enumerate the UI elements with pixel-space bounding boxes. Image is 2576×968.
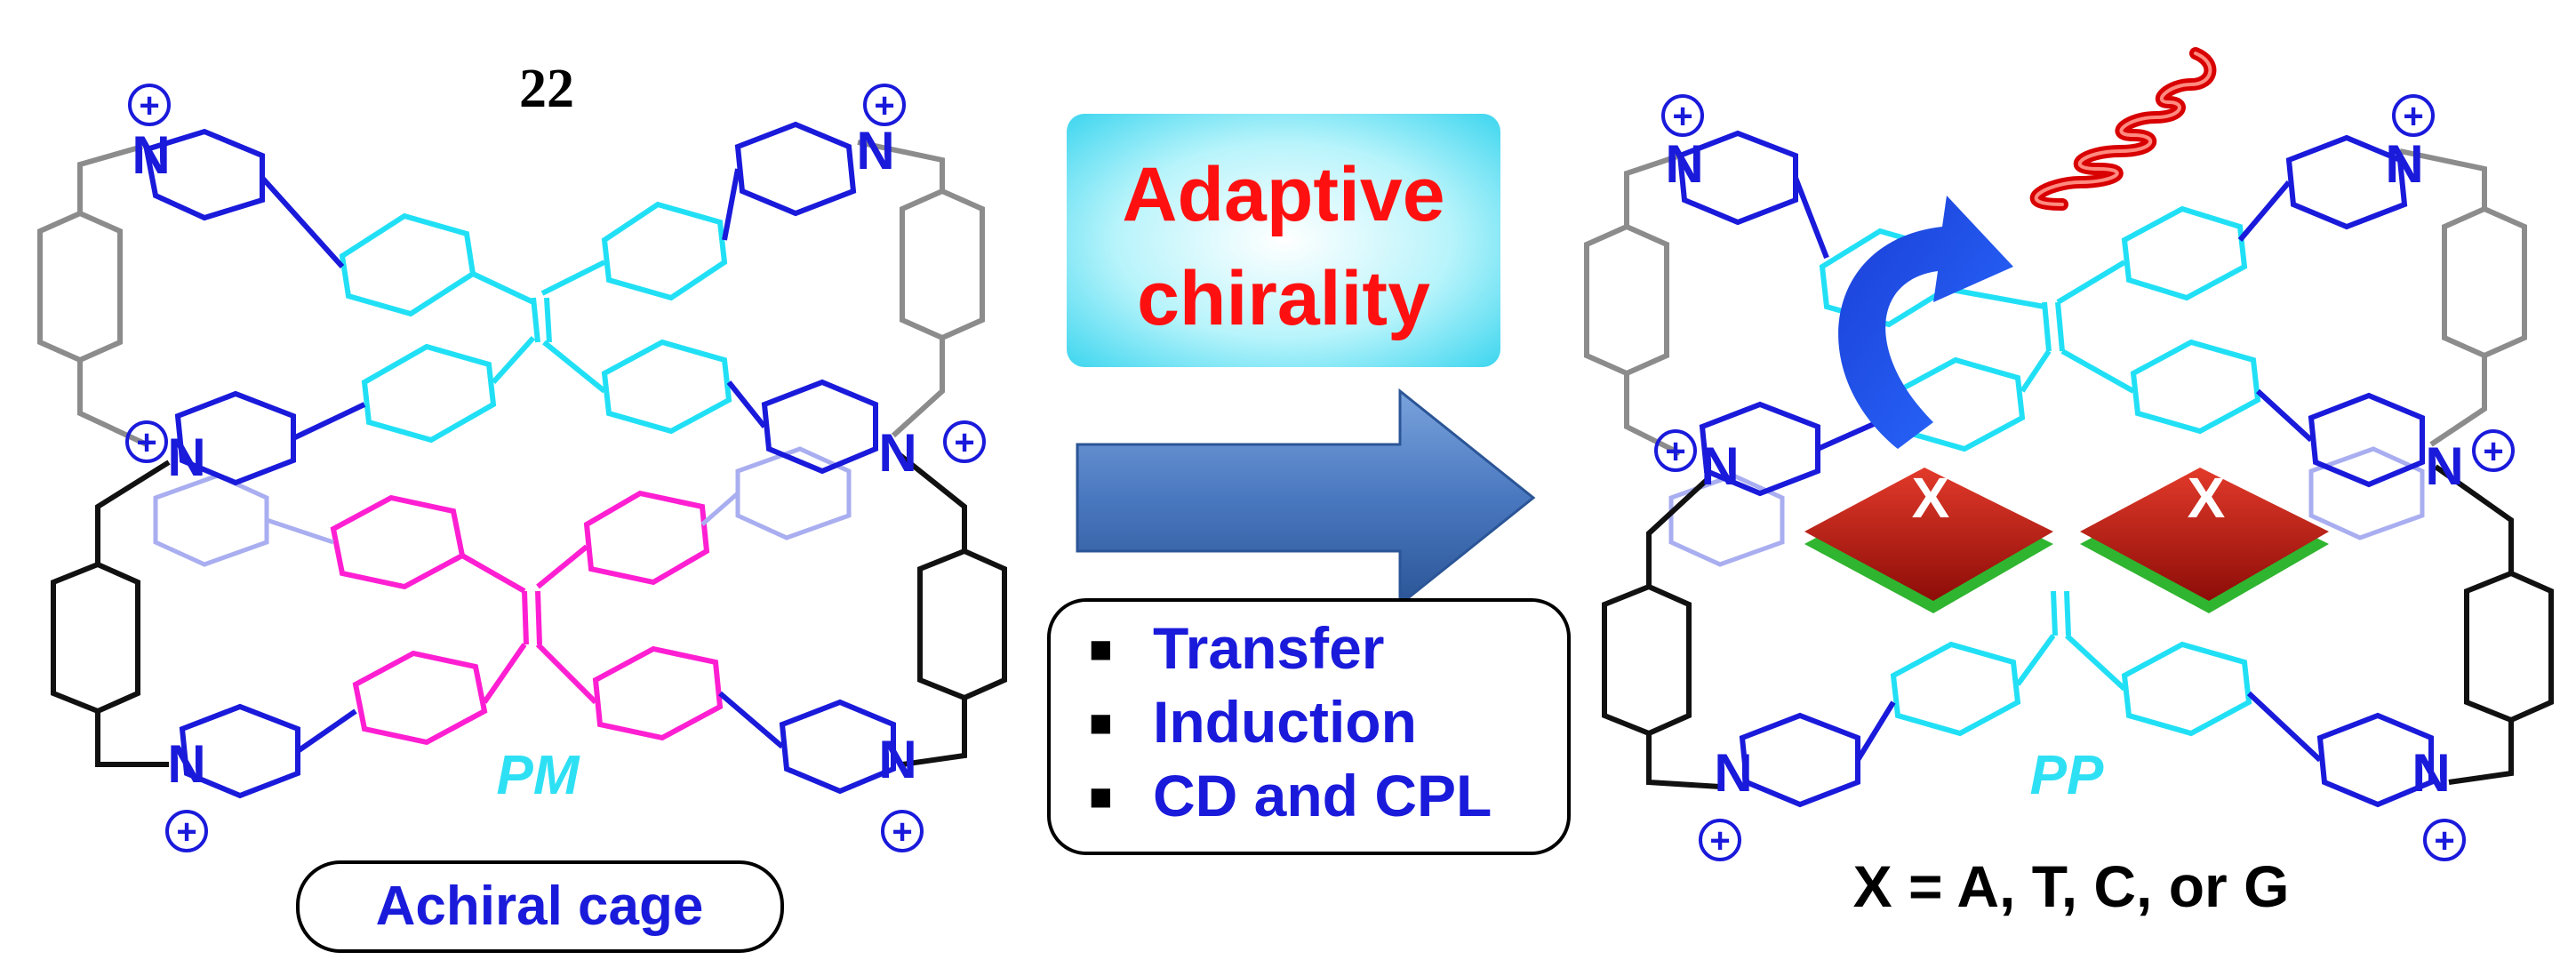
- compound-number: 22: [519, 59, 574, 119]
- black-linkers: [51, 451, 1007, 767]
- charge-markers-right: [1654, 94, 2515, 861]
- gray-linkers: [37, 140, 985, 447]
- feature-cd-cpl: CD and CPL: [1153, 763, 1492, 828]
- features-box: [1047, 598, 1571, 855]
- charge-label: +: [136, 423, 156, 462]
- feature-transfer: Transfer: [1153, 615, 1384, 681]
- nitrogen-label: N: [132, 125, 170, 185]
- nitrogen-label: N: [2425, 436, 2463, 496]
- middle-panel: Adaptive chirality ■ Transfer ■ Inductio…: [1047, 114, 1571, 855]
- faded-back-rings: [153, 446, 852, 567]
- tpe-lower: [330, 490, 724, 746]
- charge-signs-right: + + + + + +: [1665, 97, 2503, 860]
- caption-guests: X = A, T, C, or G: [1853, 853, 2290, 919]
- n-atoms-left: N N N N N N: [132, 121, 916, 794]
- nitrogen-label: N: [167, 428, 205, 487]
- tpe-lower-right: [1890, 590, 2252, 737]
- nitrogen-label: N: [878, 423, 916, 483]
- right-cage: N N N N N N + + + + + + X X: [1584, 47, 2554, 919]
- bullet-marker: ■: [1089, 775, 1113, 819]
- guest-label: X: [1912, 466, 1950, 530]
- gray-linkers-right: [1584, 148, 2527, 456]
- helix-icon: [2029, 47, 2217, 211]
- charge-label: +: [1709, 821, 1730, 860]
- nitrogen-label: N: [2412, 743, 2450, 803]
- charge-label: +: [139, 86, 159, 125]
- charge-label: +: [954, 423, 974, 462]
- caption-achiral-cage: Achiral cage: [376, 876, 704, 937]
- charge-label: +: [2483, 432, 2503, 471]
- left-cage: 22: [37, 59, 1007, 953]
- adaptive-chirality-box: [1067, 114, 1500, 367]
- tpe-upper: [339, 201, 732, 444]
- nitrogen-label: N: [856, 121, 894, 180]
- nitrogen-label: N: [1700, 436, 1739, 496]
- charge-label: +: [1672, 97, 1692, 136]
- nitrogen-label: N: [878, 730, 916, 789]
- title-line-2: chirality: [1137, 256, 1430, 341]
- nitrogen-label: N: [1665, 134, 1703, 194]
- charge-label: +: [1665, 432, 1685, 471]
- conformation-label-pm: PM: [497, 745, 580, 806]
- caption-box: [296, 860, 784, 953]
- guest-tile-2: X: [2080, 466, 2329, 613]
- conformation-label-pp: PP: [2030, 745, 2104, 806]
- charge-label: +: [2403, 97, 2423, 136]
- n-atoms-right: N N N N N N: [1665, 134, 2463, 803]
- guest-tile-1: X: [1804, 466, 2053, 613]
- charge-label: +: [892, 812, 912, 852]
- guest-label: X: [2188, 466, 2226, 530]
- charge-label: +: [176, 812, 196, 852]
- charge-label: +: [874, 86, 894, 125]
- black-linkers-right: [1602, 464, 2554, 789]
- pyridinium-rings: [143, 121, 896, 799]
- charge-label: +: [2434, 821, 2454, 860]
- bullet-marker: ■: [1089, 701, 1113, 745]
- charge-signs-left: + + + + + +: [136, 86, 974, 852]
- nitrogen-label: N: [167, 734, 205, 794]
- title-line-1: Adaptive: [1122, 152, 1444, 237]
- features-list: ■ Transfer ■ Induction ■ CD and CPL: [1089, 615, 1492, 828]
- feature-induction: Induction: [1153, 689, 1417, 755]
- faded-back-rings-right: [1668, 446, 2425, 567]
- curved-arrow-icon: [1838, 196, 2013, 449]
- reaction-arrow-icon: [1076, 388, 1536, 608]
- nitrogen-label: N: [1714, 743, 1752, 803]
- charge-markers-left: [125, 84, 986, 852]
- bullet-marker: ■: [1089, 628, 1113, 671]
- nitrogen-label: N: [2385, 134, 2423, 194]
